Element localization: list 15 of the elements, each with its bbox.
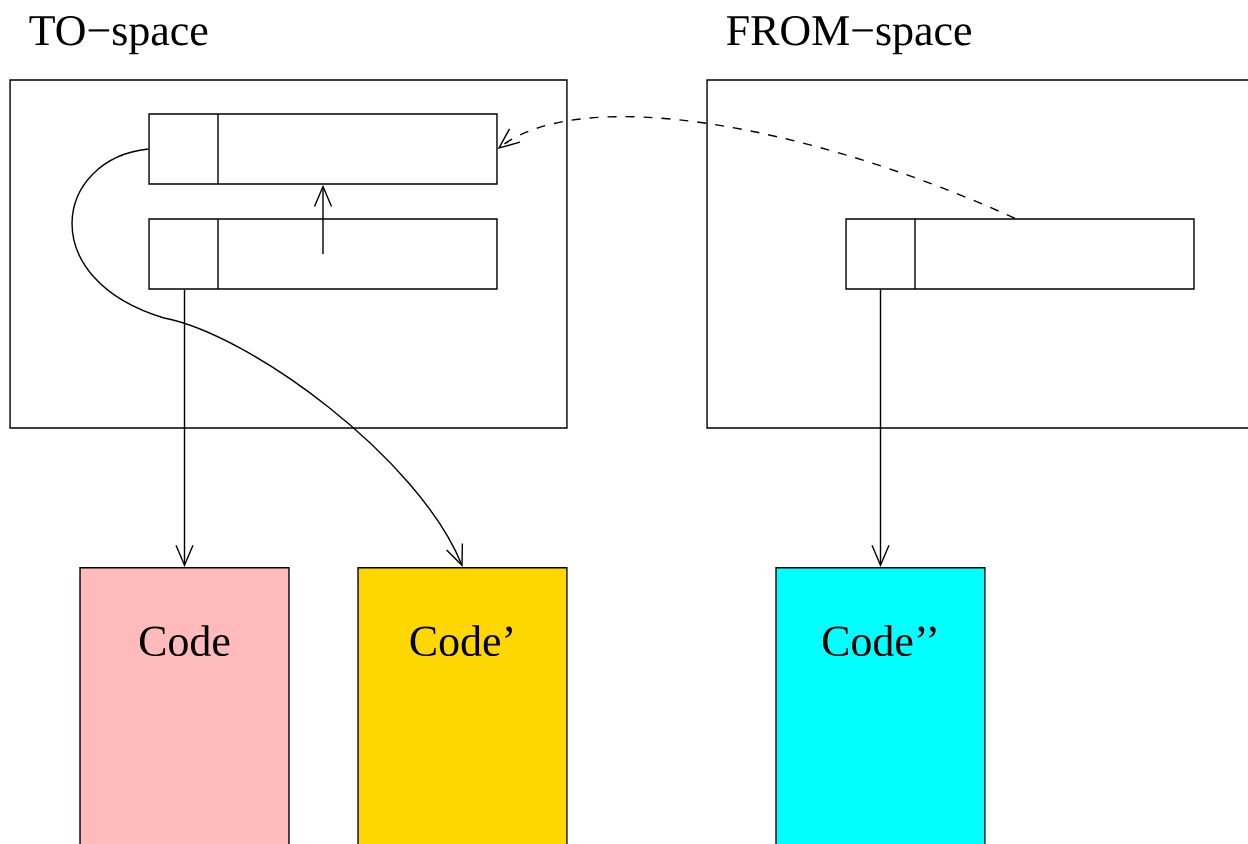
memory-space: FROM−space xyxy=(706,15,1248,429)
node-label: TO−space xyxy=(29,15,208,55)
object-box xyxy=(845,218,1195,290)
code-block: Code’’ xyxy=(775,567,986,844)
arrow xyxy=(71,148,464,567)
object-box xyxy=(148,113,498,185)
arrow xyxy=(313,184,333,255)
arrow xyxy=(175,289,194,567)
node-label: FROM−space xyxy=(726,15,971,55)
code-block: Code xyxy=(79,567,290,844)
memory-space: TO−space xyxy=(9,15,568,429)
arrow xyxy=(497,115,1016,219)
object-box xyxy=(148,218,498,290)
code-block: Code’ xyxy=(357,567,568,844)
arrow xyxy=(871,289,890,567)
